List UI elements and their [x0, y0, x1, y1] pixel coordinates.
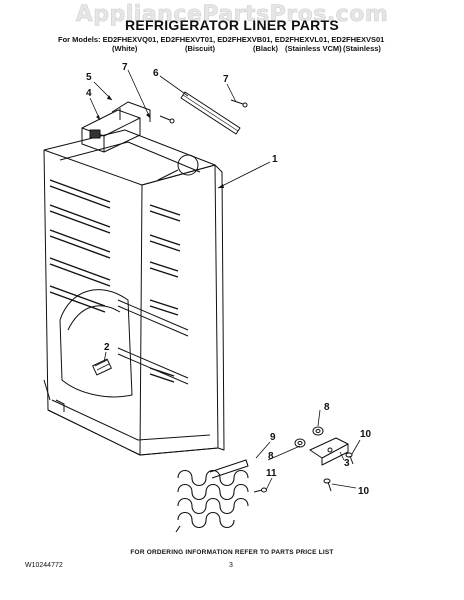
page-title: REFRIGERATOR LINER PARTS: [124, 17, 340, 33]
channel-strip: [180, 91, 241, 135]
document-number: W10244772: [25, 562, 63, 569]
callout-7a: 7: [122, 62, 128, 73]
callout-5: 5: [86, 72, 92, 83]
callout-4: 4: [86, 88, 92, 99]
color-white: (White): [112, 44, 138, 53]
callout-8a: 8: [324, 402, 330, 413]
grommet-lower: [294, 438, 306, 448]
callout-11: 11: [266, 468, 277, 479]
hinge-cover: [309, 437, 349, 466]
callout-1: 1: [272, 154, 278, 165]
grommet-upper: [312, 426, 324, 436]
callout-10b: 10: [358, 486, 370, 497]
liner-body: [43, 129, 225, 456]
callout-10a: 10: [360, 429, 372, 440]
screw-top: [230, 99, 248, 108]
color-black: (Black): [253, 44, 279, 53]
air-duct-bracket: [81, 101, 151, 153]
screw-11: [253, 487, 267, 493]
screw-left: [159, 115, 175, 124]
callout-7b: 7: [223, 74, 229, 85]
color-biscuit: (Biscuit): [185, 44, 215, 53]
heater-coil: [175, 459, 249, 533]
color-stainless: (Stainless): [343, 44, 381, 53]
callout-9: 9: [270, 432, 276, 443]
page-number: 3: [229, 562, 233, 569]
screw-10-lower: [323, 478, 332, 492]
callout-3: 3: [344, 458, 350, 469]
callout-2: 2: [104, 342, 110, 353]
watermark: AppliancePartsPros.com: [75, 2, 389, 28]
color-stainless-vcm: (Stainless VCM): [285, 44, 342, 53]
models-line: For Models: ED2FHEXVQ01, ED2FHEXVT01, ED…: [58, 35, 385, 44]
callout-6: 6: [153, 68, 159, 79]
ordering-note: FOR ORDERING INFORMATION REFER TO PARTS …: [130, 549, 334, 556]
callout-8b: 8: [268, 451, 274, 462]
screw-10-upper: [345, 452, 354, 465]
